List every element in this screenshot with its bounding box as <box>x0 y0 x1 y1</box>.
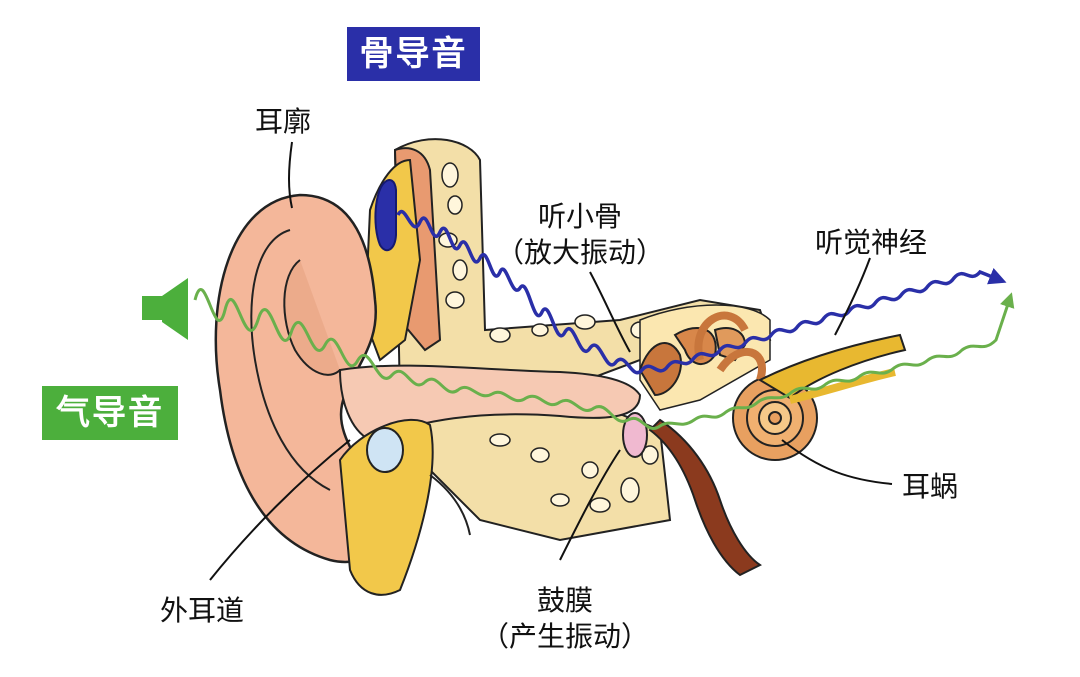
cartilage-highlight <box>366 427 404 473</box>
bone-conduction-device-icon <box>374 179 397 252</box>
speaker-icon <box>142 278 188 340</box>
eardrum-leader <box>559 449 621 561</box>
auditory-nerve-branch <box>789 368 896 404</box>
lower-cartilage <box>338 419 434 596</box>
leader-lines <box>209 141 893 581</box>
cochlea-leader <box>781 439 893 485</box>
eardrum-shape <box>622 412 648 458</box>
air-conduction-badge: 气导音 <box>42 386 178 440</box>
auditory-nerve-shape <box>757 333 907 400</box>
auditory-nerve-label: 听觉神经 <box>815 226 928 259</box>
auricle-label: 耳廓 <box>255 105 312 138</box>
eustachian-tube <box>648 418 762 577</box>
auricle-inner-fold <box>250 229 331 491</box>
auditory-nerve-leader <box>834 257 871 336</box>
ear-canal-label: 外耳道 <box>160 594 245 627</box>
jaw-line <box>429 474 471 536</box>
auricle-leader <box>288 141 293 209</box>
semicircular-canals <box>694 311 766 382</box>
bone-conduction-wave <box>396 210 1007 375</box>
skull-bone <box>393 138 772 542</box>
ossicles-sublabel: （放大振动） <box>495 236 664 269</box>
ossicles-leader <box>589 271 631 353</box>
air-conduction-wave <box>193 288 1015 430</box>
bone-conduction-badge: 骨导音 <box>347 27 480 81</box>
eardrum-sublabel: （产生振动） <box>480 620 649 653</box>
ear-canal-leader <box>209 439 351 581</box>
eardrum-label: 鼓膜 <box>536 584 593 617</box>
ossicles-label: 听小骨 <box>537 200 622 233</box>
bone-texture <box>438 162 659 513</box>
cochlea-label: 耳蜗 <box>902 470 959 503</box>
